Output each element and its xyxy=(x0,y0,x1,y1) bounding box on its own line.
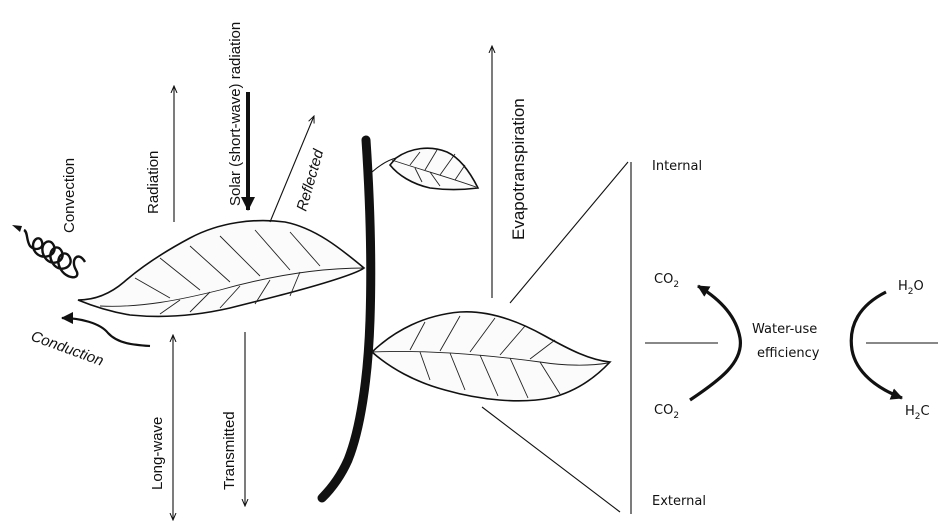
top-leaf xyxy=(372,148,478,189)
convection-label: Convection xyxy=(61,158,78,233)
long-wave-label: Long-wave xyxy=(149,417,166,490)
co2-top-label: CO2 xyxy=(654,272,679,290)
h2o-top-label: H2O xyxy=(898,279,924,297)
h2o-curved-arrow xyxy=(851,292,902,398)
external-label: External xyxy=(652,494,706,509)
co2-bottom-label: CO2 xyxy=(654,403,679,421)
conduction-label: Conduction xyxy=(29,328,106,370)
reflected-label: Reflected xyxy=(294,147,328,213)
h2o-bottom-label: H2C xyxy=(905,404,930,422)
right-leaf xyxy=(372,312,610,401)
convection-squiggle xyxy=(24,230,85,277)
solar-label: Solar (short-wave) radiation xyxy=(227,22,244,206)
radiation-label: Radiation xyxy=(145,151,162,214)
left-leaf xyxy=(78,221,364,317)
internal-label: Internal xyxy=(652,159,702,174)
convection-arrowhead xyxy=(12,225,22,232)
external-edge-line xyxy=(482,407,620,512)
transmitted-label: Transmitted xyxy=(221,411,238,490)
evapotranspiration-label: Evapotranspiration xyxy=(509,98,528,240)
water-use-label: Water-use xyxy=(752,322,817,337)
efficiency-label: efficiency xyxy=(757,346,820,361)
plant-stem xyxy=(322,140,371,498)
